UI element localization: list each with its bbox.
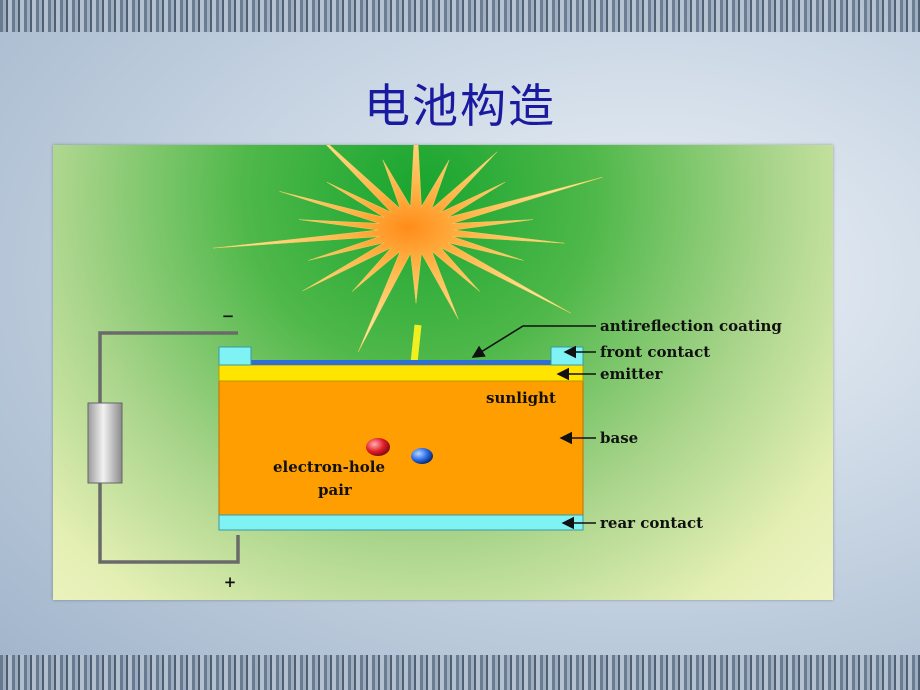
solar-cell-diagram: − + antireflection coating front contact… — [53, 145, 833, 600]
electron-hole-label-line1: electron-hole — [273, 458, 385, 476]
antireflection-coating-label: antireflection coating — [600, 317, 782, 335]
antireflection-coating-layer — [251, 360, 551, 365]
front-contact-left — [218, 346, 252, 366]
top-decorative-band — [0, 0, 920, 32]
minus-terminal-label: − — [222, 307, 235, 325]
base-label: base — [600, 429, 638, 447]
hole-particle — [411, 448, 433, 464]
slide-title: 电池构造 — [364, 79, 556, 133]
emitter-label: emitter — [600, 365, 664, 383]
plus-terminal-label: + — [224, 573, 237, 591]
front-contact-label: front contact — [600, 343, 710, 361]
sun-icon — [213, 145, 603, 353]
electron-hole-label-line2: pair — [318, 481, 353, 499]
base-layer — [218, 380, 584, 516]
external-circuit-wire — [98, 331, 240, 564]
antireflection-pointer — [471, 325, 596, 358]
sunlight-label: sunlight — [486, 389, 556, 407]
emitter-layer — [218, 364, 584, 382]
load-resistor — [87, 402, 123, 484]
diagram-svg: − + antireflection coating front contact… — [87, 145, 782, 591]
front-contact-right — [550, 346, 584, 366]
bottom-decorative-band — [0, 655, 920, 690]
rear-contact-label: rear contact — [600, 514, 703, 532]
electron-particle — [366, 438, 390, 456]
rear-contact-layer — [218, 514, 584, 531]
